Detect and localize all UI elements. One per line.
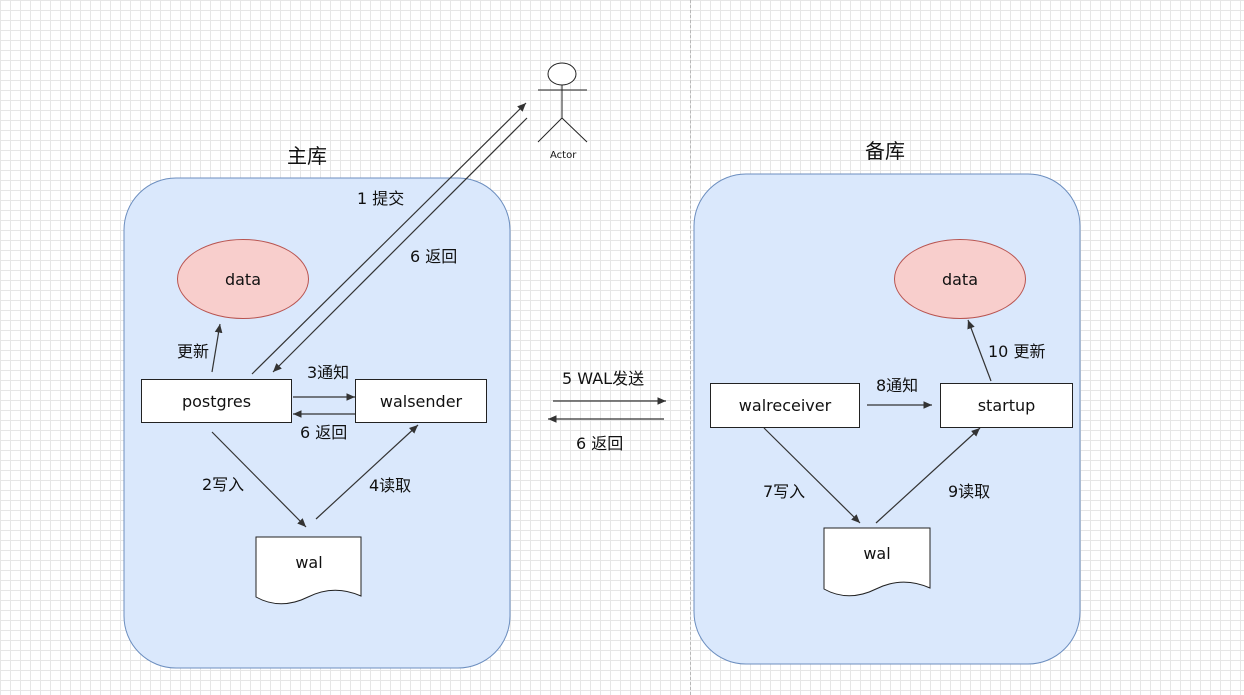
edge-primary-update [211, 323, 223, 373]
edge-primary-read [315, 424, 419, 520]
edge-label-replication-return: 6 返回 [576, 434, 624, 453]
standby-wal-document [823, 527, 931, 597]
actor-figure [537, 62, 588, 143]
postgres-node[interactable]: postgres [141, 379, 292, 423]
walreceiver-node[interactable]: walreceiver [710, 383, 860, 428]
edge-label-standby-notify: 8通知 [876, 376, 919, 395]
edge-submit [251, 102, 527, 375]
edge-standby-update [967, 319, 992, 382]
standby-title: 备库 [865, 139, 905, 163]
edge-label-standby-read: 9读取 [948, 482, 991, 501]
edge-label-submit: 1 提交 [357, 189, 405, 208]
actor-label: Actor [550, 150, 577, 161]
edge-primary-write [211, 431, 307, 528]
walsender-node[interactable]: walsender [355, 379, 487, 423]
edge-label-primary-return: 6 返回 [300, 423, 348, 442]
edge-label-primary-notify: 3通知 [307, 363, 350, 382]
primary-data-node[interactable]: data [177, 239, 309, 319]
edge-actor-return [272, 117, 528, 373]
startup-node[interactable]: startup [940, 383, 1073, 428]
edge-label-wal-send: 5 WAL发送 [562, 369, 645, 388]
edge-label-primary-write: 2写入 [202, 475, 245, 494]
edge-label-actor-return: 6 返回 [410, 247, 458, 266]
section-divider [690, 0, 691, 695]
edge-label-primary-update: 更新 [177, 342, 210, 361]
edge-label-primary-read: 4读取 [369, 476, 412, 495]
standby-wal-label: wal [863, 544, 891, 563]
edge-standby-write [763, 427, 861, 524]
standby-data-node[interactable]: data [894, 239, 1026, 319]
primary-wal-document [255, 536, 362, 605]
primary-wal-label: wal [295, 553, 323, 572]
edge-label-standby-write: 7写入 [763, 482, 806, 501]
edge-standby-read [875, 427, 981, 524]
primary-title: 主库 [287, 144, 327, 168]
edge-label-standby-update: 10 更新 [988, 342, 1046, 361]
